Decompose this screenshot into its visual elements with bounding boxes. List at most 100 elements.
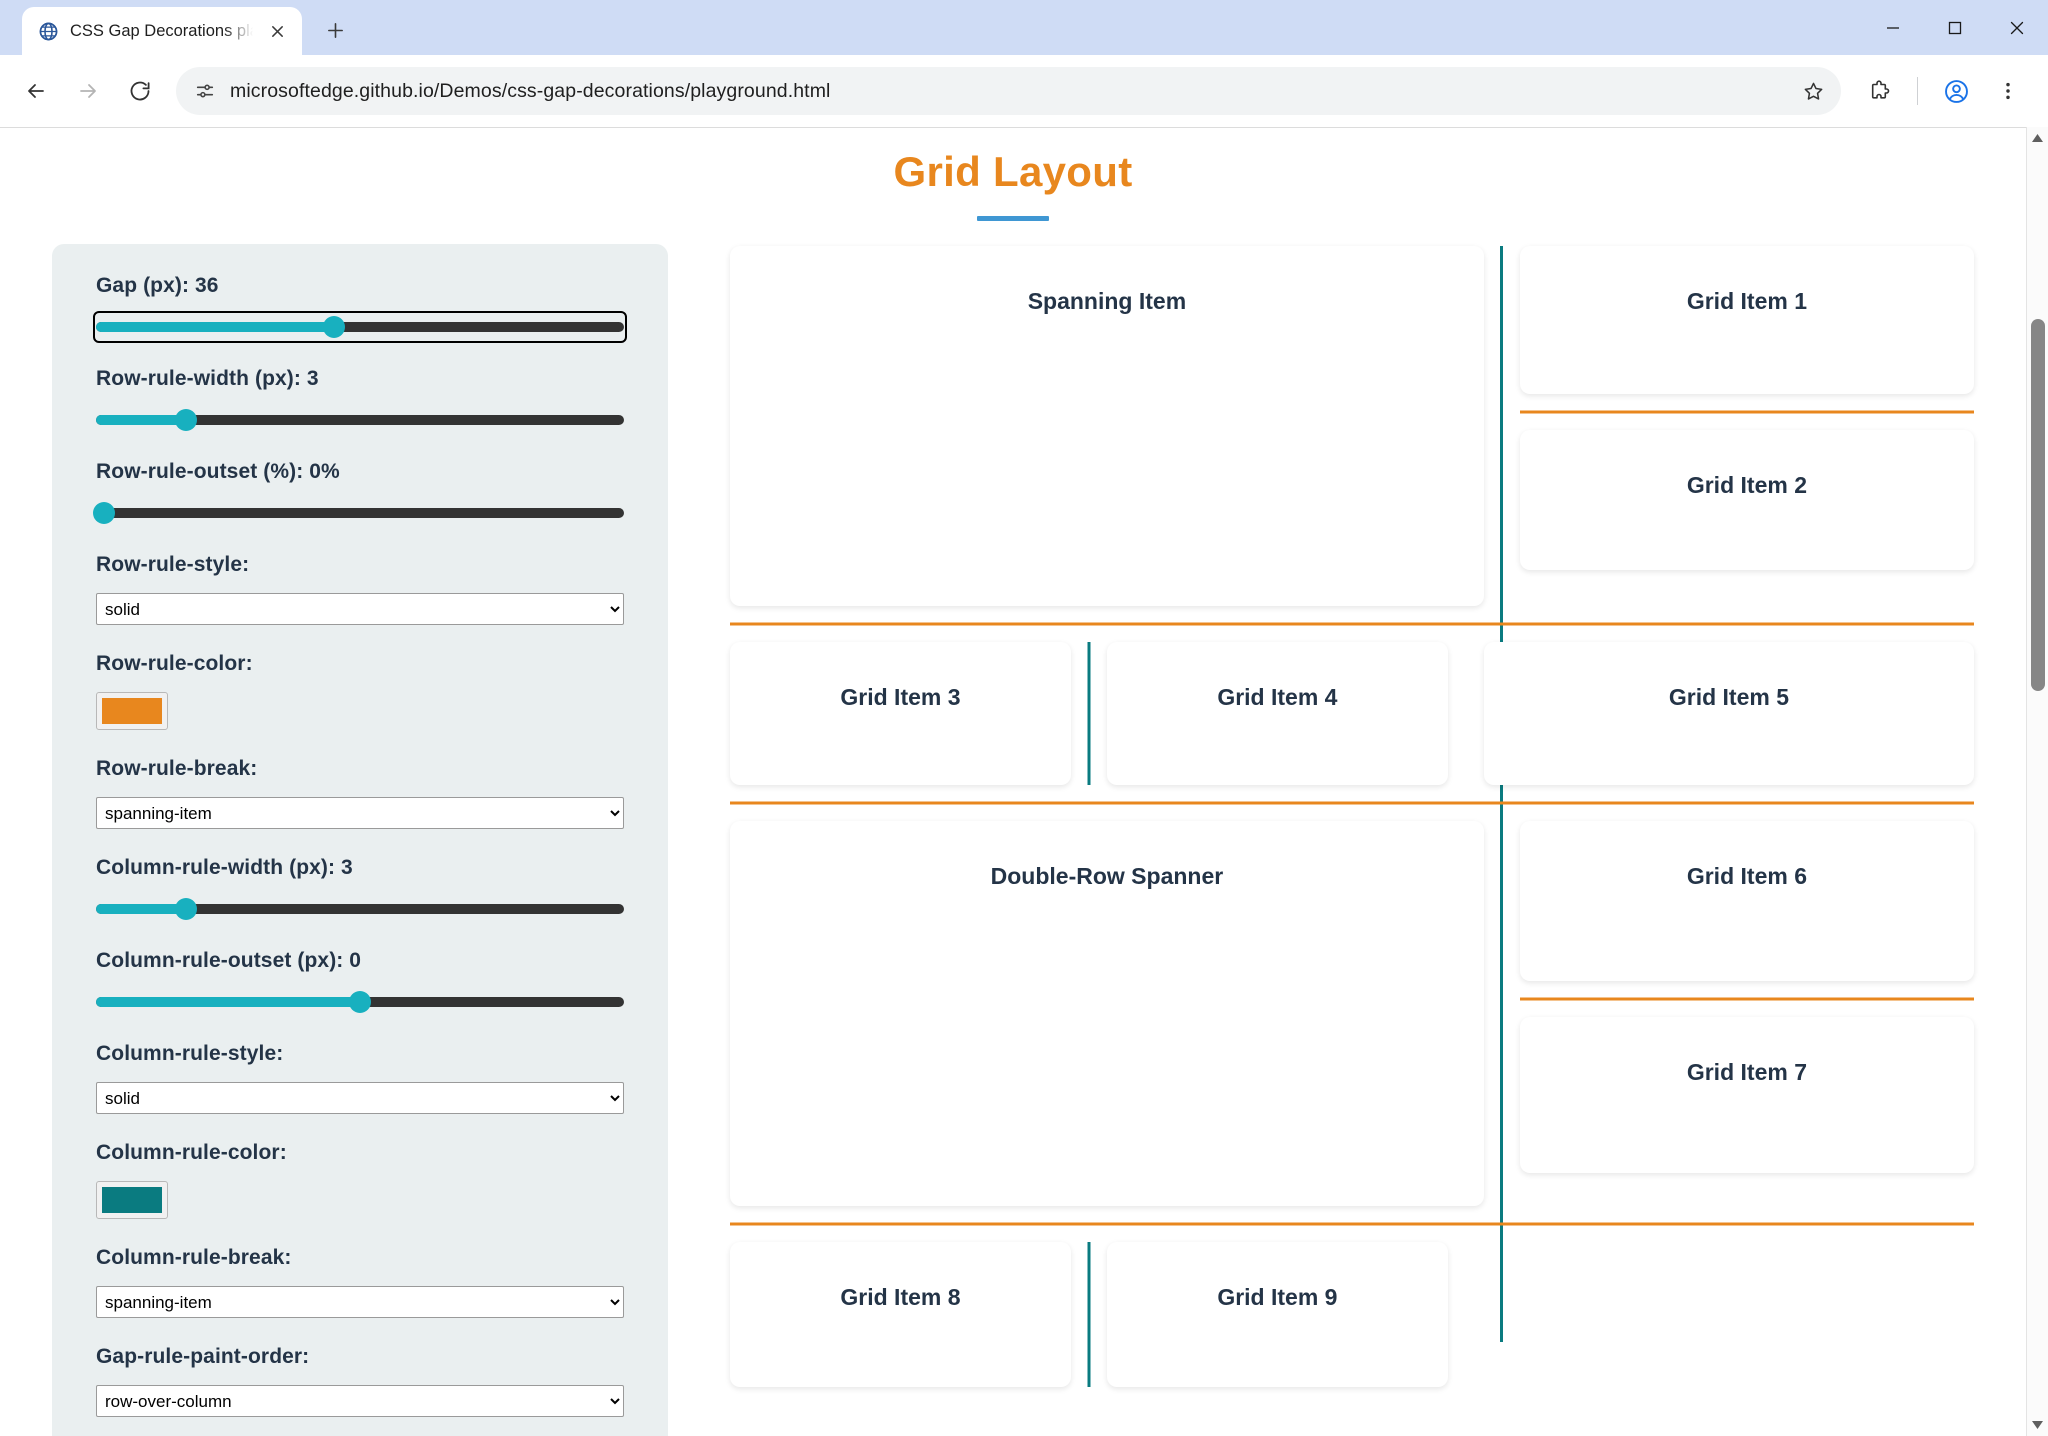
grid-row-band-1: Spanning Item Grid Item 1 <box>730 246 1974 606</box>
column-rule-style-select[interactable]: solid <box>96 1082 624 1114</box>
slider-thumb[interactable] <box>349 991 371 1013</box>
title-bar: CSS Gap Decorations playground <box>0 0 2048 55</box>
reload-icon[interactable] <box>116 67 164 115</box>
grid-cell-item-4[interactable]: Grid Item 4 <box>1106 642 1448 785</box>
control-row-rule-style: Row-rule-style: solid <box>96 553 624 625</box>
control-column-rule-outset: Column-rule-outset (px): 0 <box>96 949 624 1015</box>
column-rule-break-select[interactable]: spanning-item <box>96 1286 624 1318</box>
row-rule-style-select[interactable]: solid <box>96 593 624 625</box>
slider-thumb[interactable] <box>174 898 197 920</box>
tab-strip: CSS Gap Decorations playground <box>0 0 354 55</box>
column-rule-color-swatch <box>102 1187 162 1213</box>
control-column-rule-style: Column-rule-style: solid <box>96 1042 624 1114</box>
demo-grid-area: Spanning Item Grid Item 1 <box>730 244 1974 1387</box>
row-rule-color-swatch <box>102 698 162 724</box>
cell-label: Grid Item 9 <box>1217 1284 1338 1310</box>
account-avatar-icon[interactable] <box>1932 67 1980 115</box>
cell-label: Grid Item 2 <box>1686 472 1807 498</box>
three-dot-menu-icon[interactable] <box>1984 67 2032 115</box>
new-tab-button[interactable] <box>316 11 354 49</box>
row-rule-style-label: Row-rule-style: <box>96 553 250 576</box>
grid-container: Spanning Item Grid Item 1 <box>730 246 1974 1387</box>
star-icon[interactable] <box>1793 71 1833 111</box>
row-rule-break-select[interactable]: spanning-item <box>96 797 624 829</box>
grid-cell-item-7[interactable]: Grid Item 7 <box>1519 1017 1974 1173</box>
row-rule-full-3 <box>730 1222 1974 1226</box>
maximize-icon[interactable] <box>1924 0 1986 55</box>
column-rule-inner-1 <box>1087 642 1091 785</box>
column-rule-color-picker[interactable] <box>96 1181 168 1219</box>
gap-rule-paint-order-label: Gap-rule-paint-order: <box>96 1345 310 1368</box>
title-underline <box>977 216 1049 221</box>
row-rule-color-picker[interactable] <box>96 692 168 730</box>
slider-thumb[interactable] <box>174 409 197 431</box>
address-bar[interactable]: microsoftedge.github.io/Demos/css-gap-de… <box>176 67 1841 115</box>
page-title: Grid Layout <box>893 148 1133 195</box>
window-controls <box>1862 0 2048 55</box>
grid-cell-item-6[interactable]: Grid Item 6 <box>1519 821 1974 981</box>
grid-cell-spanning-item[interactable]: Spanning Item <box>730 246 1484 606</box>
cell-label: Grid Item 6 <box>1686 863 1807 889</box>
row-gap-full-1 <box>730 606 1974 642</box>
slider-track <box>96 508 624 518</box>
browser-toolbar: microsoftedge.github.io/Demos/css-gap-de… <box>0 55 2048 127</box>
browser-tab[interactable]: CSS Gap Decorations playground <box>22 7 302 55</box>
close-icon[interactable] <box>264 18 290 44</box>
slider-track <box>96 904 624 914</box>
column-gap-1 <box>1484 246 1520 606</box>
row-rule-outset-slider[interactable] <box>92 500 624 526</box>
grid-row-band-4: Grid Item 8 Grid Item 9 <box>730 1242 1974 1387</box>
back-arrow-icon[interactable] <box>12 67 60 115</box>
grid-cell-item-2[interactable]: Grid Item 2 <box>1519 430 1974 570</box>
slider-fill <box>96 415 186 425</box>
gap-slider[interactable] <box>93 311 627 343</box>
web-page: Grid Layout Gap (px): 36 <box>0 127 2026 1436</box>
gap-rule-paint-order-select[interactable]: row-over-column <box>96 1385 624 1417</box>
slider-fill <box>96 997 360 1007</box>
scroll-down-arrow-icon[interactable] <box>2027 1414 2048 1436</box>
puzzle-icon[interactable] <box>1855 67 1903 115</box>
scroll-up-arrow-icon[interactable] <box>2027 127 2048 149</box>
page-viewport: Grid Layout Gap (px): 36 <box>0 127 2048 1436</box>
slider-thumb[interactable] <box>92 502 115 524</box>
grid-cell-empty <box>1484 1242 1974 1387</box>
control-row-rule-outset: Row-rule-outset (%): 0% <box>92 460 624 526</box>
grid-cell-item-3[interactable]: Grid Item 3 <box>730 642 1071 785</box>
column-rule-outset-slider[interactable] <box>96 989 624 1015</box>
row-gap-full-3 <box>730 1206 1974 1242</box>
control-gap: Gap (px): 36 <box>93 274 627 343</box>
grid-cell-double-row-spanner[interactable]: Double-Row Spanner <box>730 821 1484 1206</box>
site-info-icon[interactable] <box>194 80 216 102</box>
row-rule-full-1 <box>730 622 1974 626</box>
grid-cell-item-1[interactable]: Grid Item 1 <box>1519 246 1974 394</box>
controls-panel: Gap (px): 36 Row-rule-width (px): 3 <box>52 244 668 1436</box>
column-gap-4 <box>1484 821 1520 1206</box>
grid-cell-item-5[interactable]: Grid Item 5 <box>1483 642 1974 785</box>
grid-row-band-2: Grid Item 3 Grid Item 4 Gr <box>730 642 1974 785</box>
control-column-rule-width: Column-rule-width (px): 3 <box>96 856 624 922</box>
column-rule-style-label: Column-rule-style: <box>96 1042 284 1065</box>
grid-cell-item-9[interactable]: Grid Item 9 <box>1106 1242 1448 1387</box>
column-gap-2 <box>1071 642 1107 785</box>
page-scrollbar[interactable] <box>2026 127 2048 1436</box>
right-column-stack-1: Grid Item 1 Grid Item 2 <box>1519 246 1974 606</box>
column-rule-width-slider[interactable] <box>96 896 624 922</box>
column-rule-width-label: Column-rule-width (px): 3 <box>96 856 353 879</box>
forward-arrow-icon[interactable] <box>64 67 112 115</box>
slider-fill <box>96 322 334 332</box>
url-text: microsoftedge.github.io/Demos/css-gap-de… <box>230 79 831 102</box>
gap-label: Gap (px): 36 <box>96 274 219 297</box>
grid-cell-item-8[interactable]: Grid Item 8 <box>730 1242 1071 1387</box>
row-rule-width-slider[interactable] <box>96 407 624 433</box>
row-gap-right-2 <box>1519 981 1974 1017</box>
close-icon[interactable] <box>1986 0 2048 55</box>
slider-track <box>96 415 624 425</box>
slider-thumb[interactable] <box>322 316 345 338</box>
grid-row-band-3: Double-Row Spanner Grid Item 6 <box>730 821 1974 1206</box>
cell-label: Grid Item 5 <box>1668 684 1790 710</box>
cell-label: Double-Row Spanner <box>990 863 1224 889</box>
control-column-rule-color: Column-rule-color: <box>96 1141 624 1219</box>
scrollbar-thumb[interactable] <box>2031 319 2045 691</box>
row-rule-full-2 <box>730 801 1974 805</box>
minimize-icon[interactable] <box>1862 0 1924 55</box>
